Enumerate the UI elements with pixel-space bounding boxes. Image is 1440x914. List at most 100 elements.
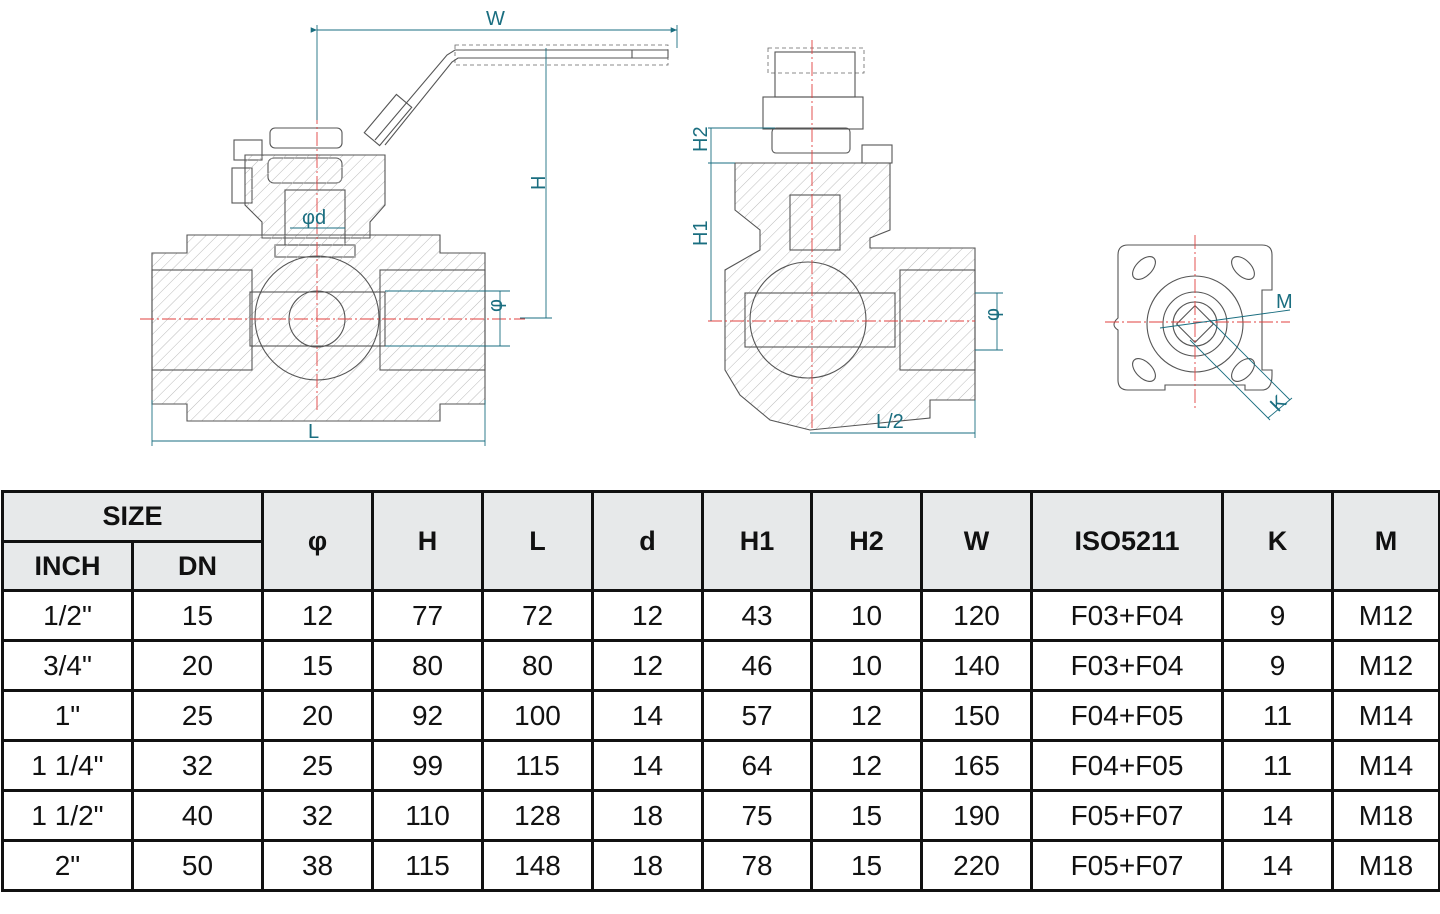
cell-d: 18 xyxy=(591,839,705,892)
cell-m: M12 xyxy=(1331,589,1440,642)
header-h: H xyxy=(371,490,485,592)
cell-dn: 40 xyxy=(130,789,265,842)
cell-k: 9 xyxy=(1221,589,1335,642)
header-iso5211: ISO5211 xyxy=(1030,490,1225,592)
cell-m: M14 xyxy=(1331,739,1440,792)
cell-w: 120 xyxy=(920,589,1034,642)
cell-k: 11 xyxy=(1221,739,1335,792)
cell-iso5211: F04+F05 xyxy=(1030,689,1225,742)
cell-k: 11 xyxy=(1221,689,1335,742)
side-view: H2 H1 L/2 φ xyxy=(690,40,1004,438)
header-size: SIZE xyxy=(0,490,265,543)
cell-h: 115 xyxy=(371,839,485,892)
cell-h: 92 xyxy=(371,689,485,742)
cell-w: 220 xyxy=(920,839,1034,892)
cell-h2: 10 xyxy=(810,639,924,692)
header-d: d xyxy=(591,490,705,592)
cell-iso5211: F05+F07 xyxy=(1030,789,1225,842)
header-dn: DN xyxy=(130,540,265,592)
dim-label-w: W xyxy=(486,8,505,30)
cell-h: 99 xyxy=(371,739,485,792)
cell-k: 14 xyxy=(1221,789,1335,842)
mounting-flange xyxy=(1113,244,1273,391)
front-view: W H L φd φ xyxy=(140,8,678,446)
header-m: M xyxy=(1331,490,1440,592)
top-view: M K xyxy=(1105,235,1293,421)
header-k: K xyxy=(1221,490,1335,592)
cell-m: M12 xyxy=(1331,639,1440,692)
dim-label-h: H xyxy=(528,176,550,190)
dim-label-stem-dia: φd xyxy=(302,207,326,229)
stem-nut xyxy=(269,127,343,149)
cell-l: 115 xyxy=(481,739,595,792)
cell-h2: 12 xyxy=(810,689,924,742)
cell-phi: 25 xyxy=(261,739,375,792)
dim-label-h2: H2 xyxy=(690,126,712,152)
cell-d: 12 xyxy=(591,639,705,692)
cell-h1: 46 xyxy=(701,639,814,692)
cell-inch: 1" xyxy=(1,689,134,742)
cell-h1: 75 xyxy=(701,789,814,842)
cell-dn: 32 xyxy=(130,739,265,792)
cell-inch: 1/2" xyxy=(1,589,134,642)
cell-h2: 10 xyxy=(810,589,924,642)
cell-k: 14 xyxy=(1221,839,1335,892)
header-h2: H2 xyxy=(810,490,924,592)
cell-h: 77 xyxy=(371,589,485,642)
cell-h1: 64 xyxy=(701,739,814,792)
dim-label-side-bore: φ xyxy=(982,308,1004,321)
dim-label-l: L xyxy=(308,421,319,443)
cell-phi: 38 xyxy=(261,839,375,892)
cell-h2: 15 xyxy=(810,789,924,842)
cell-inch: 1 1/4" xyxy=(1,739,134,792)
cell-l: 128 xyxy=(481,789,595,842)
cell-inch: 3/4" xyxy=(1,639,134,692)
cell-dn: 25 xyxy=(130,689,265,742)
handle-grip xyxy=(363,93,413,147)
cell-d: 12 xyxy=(591,589,705,642)
cell-l: 72 xyxy=(481,589,595,642)
header-l: L xyxy=(481,490,595,592)
valve-body xyxy=(151,234,486,422)
cell-dn: 20 xyxy=(130,639,265,692)
cell-m: M14 xyxy=(1331,689,1440,742)
cell-h1: 57 xyxy=(701,689,814,742)
cell-h1: 78 xyxy=(701,839,814,892)
cell-phi: 20 xyxy=(261,689,375,742)
cell-dn: 15 xyxy=(130,589,265,642)
header-inch: INCH xyxy=(1,540,134,592)
cell-phi: 12 xyxy=(261,589,375,642)
lever-handle xyxy=(374,49,633,146)
dim-label-h1: H1 xyxy=(690,220,712,246)
dim-label-bore: φ xyxy=(485,299,507,312)
cell-w: 140 xyxy=(920,639,1034,692)
cell-h2: 15 xyxy=(810,839,924,892)
cell-h2: 12 xyxy=(810,739,924,792)
side-body xyxy=(724,162,976,431)
cell-d: 14 xyxy=(591,689,705,742)
cell-phi: 15 xyxy=(261,639,375,692)
cell-l: 148 xyxy=(481,839,595,892)
cell-phi: 32 xyxy=(261,789,375,842)
cell-h1: 43 xyxy=(701,589,814,642)
dim-label-thread: M xyxy=(1276,291,1293,313)
cell-l: 80 xyxy=(481,639,595,692)
cell-m: M18 xyxy=(1331,789,1440,842)
dimension-table: SIZE φ H L d H1 H2 W ISO5211 K M INCH DN… xyxy=(0,490,1440,892)
header-h1: H1 xyxy=(701,490,814,592)
cell-w: 190 xyxy=(920,789,1034,842)
cell-inch: 2" xyxy=(1,839,134,892)
dim-label-half-length: L/2 xyxy=(876,411,904,433)
cell-iso5211: F03+F04 xyxy=(1030,639,1225,692)
cell-m: M18 xyxy=(1331,839,1440,892)
cell-iso5211: F03+F04 xyxy=(1030,589,1225,642)
header-w: W xyxy=(920,490,1034,592)
cell-h: 110 xyxy=(371,789,485,842)
cell-dn: 50 xyxy=(130,839,265,892)
